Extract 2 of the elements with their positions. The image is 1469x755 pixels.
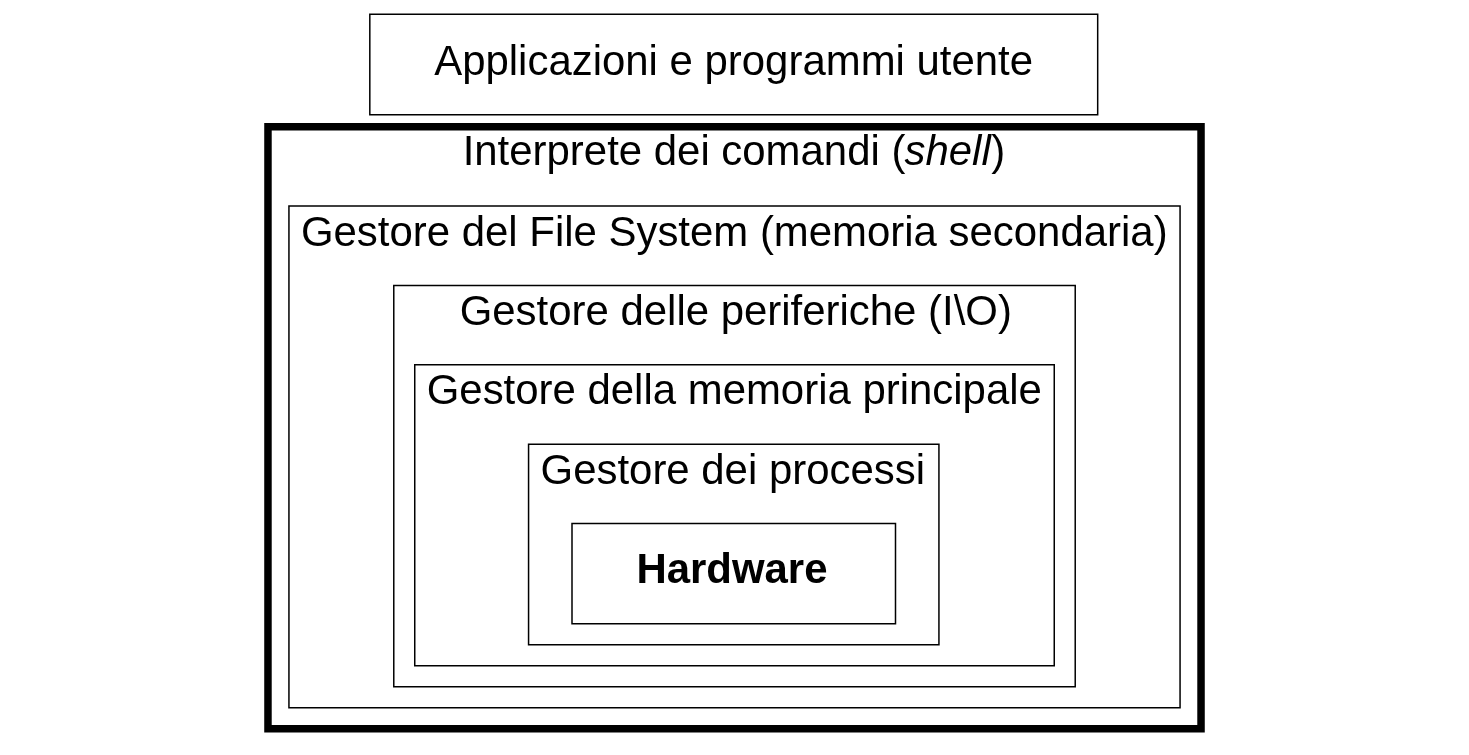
node-box: Applicazioni e programmi utente xyxy=(369,13,1099,116)
node-box: Hardware xyxy=(571,522,897,625)
